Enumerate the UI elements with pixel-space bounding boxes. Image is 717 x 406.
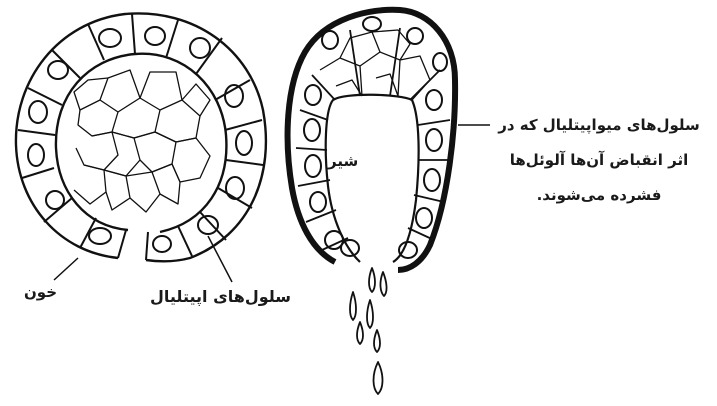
myoepithelial-description: سلول‌های میواپیتلیال که در اثر انقباض آن… <box>487 108 711 213</box>
alveolus-inner-wall <box>56 54 227 232</box>
blood-label: خون <box>24 283 57 301</box>
milk-label: شیر <box>328 152 358 170</box>
epithelial-cells-label: سلول‌های اپیتلیال <box>150 287 291 306</box>
leader-blood <box>54 258 78 280</box>
myoepithelial-line-3: فشرده می‌شوند. <box>487 178 711 213</box>
open-alveolus <box>288 10 456 394</box>
alveolus-lumen-network <box>74 70 210 212</box>
alveolus-inner-wall-right <box>326 95 419 262</box>
epithelial-nuclei <box>28 27 252 252</box>
myoepithelial-layer <box>288 10 456 270</box>
milk-droplets <box>350 268 387 394</box>
closed-alveolus <box>16 13 266 261</box>
myoepithelial-line-1: سلول‌های میواپیتلیال که در <box>487 108 711 143</box>
cap-cell-network <box>320 30 430 100</box>
myoepithelial-line-2: اثر انقباض آن‌ها آلوئل‌ها <box>487 143 711 178</box>
